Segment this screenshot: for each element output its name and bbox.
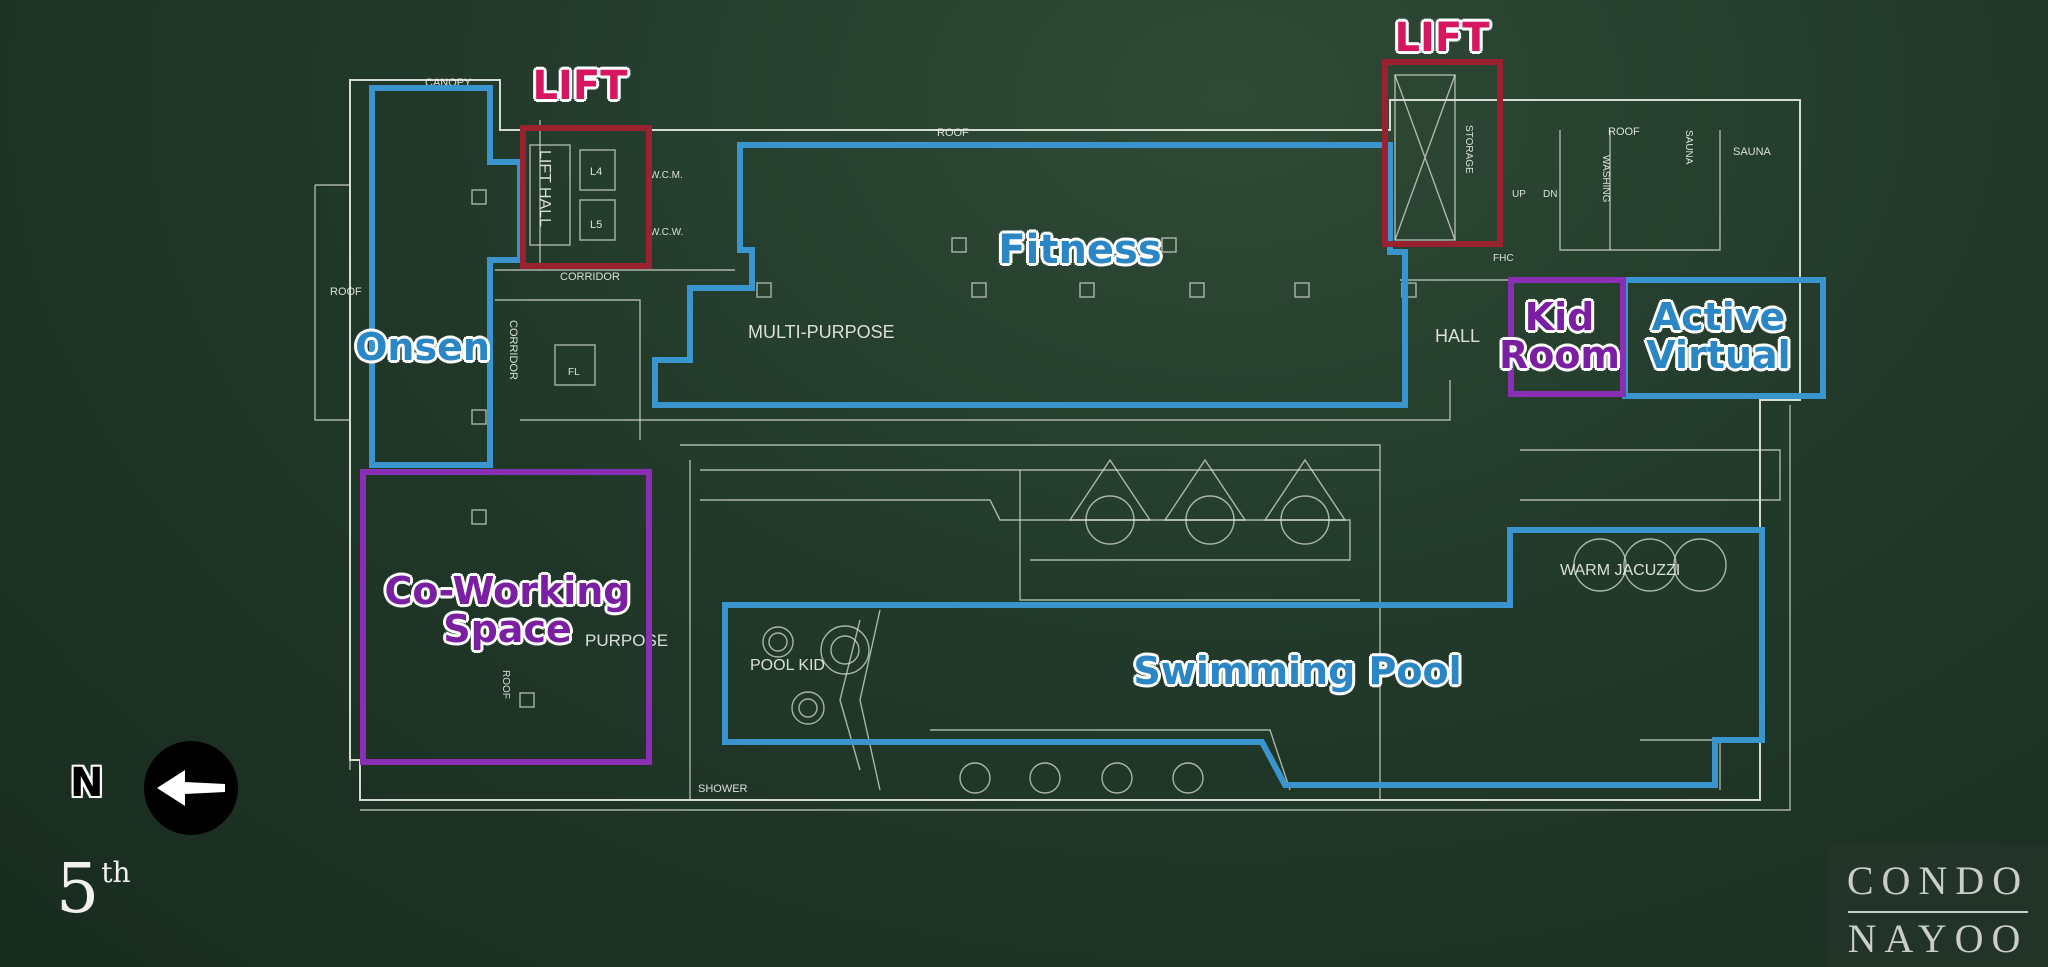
brand-divider xyxy=(1848,911,2028,913)
zone-label-kid-room: Kid Room xyxy=(1498,295,1621,377)
plan-label-fl: FL xyxy=(568,367,580,378)
plan-label-l4: L4 xyxy=(590,166,602,178)
fitness-zone-outline xyxy=(652,142,1408,408)
plan-label-washing: WASHING xyxy=(1600,155,1611,203)
zone-label-lift-left: LIFT xyxy=(532,63,628,109)
zone-label-co-working: Co-Working Space xyxy=(384,569,631,651)
zone-label-lift-right: LIFT xyxy=(1394,15,1490,61)
plan-label-wcm: W.C.M. xyxy=(650,170,683,181)
plan-label-hall: HALL xyxy=(1435,326,1480,346)
plan-label-l5: L5 xyxy=(590,219,602,231)
plan-label-dn: DN xyxy=(1543,189,1557,200)
floor-number-suffix: th xyxy=(101,856,131,889)
plan-label-shower: SHOWER xyxy=(698,783,748,795)
lift-right-zone-outline xyxy=(1382,59,1503,247)
brand-line-1: CONDO xyxy=(1846,858,2030,903)
brand-watermark: CONDO NAYOO xyxy=(1828,845,2048,967)
co-working-zone-outline xyxy=(360,469,652,765)
plan-label-roof-top: ROOF xyxy=(937,127,969,139)
north-label: N xyxy=(70,760,104,806)
brand-line-2: NAYOO xyxy=(1847,916,2029,961)
plan-label-roof-left: ROOF xyxy=(330,286,362,298)
plan-label-lift-hall: LIFT HALL xyxy=(536,150,553,227)
plan-label-corridor-vertical: CORRIDOR xyxy=(507,320,519,380)
plan-label-sauna: SAUNA xyxy=(1683,130,1694,165)
plan-label-wcw: W.C.W. xyxy=(650,227,683,238)
floor-number-value: 5 xyxy=(56,850,100,929)
zone-label-swimming-pool: Swimming Pool xyxy=(1133,649,1462,693)
plan-label-pool-kid: POOL KID xyxy=(750,657,825,674)
plan-label-warm-jacuzzi: WARM JACUZZI xyxy=(1560,562,1680,579)
lift-left-zone-outline xyxy=(520,125,652,269)
plan-label-up: UP xyxy=(1512,189,1526,200)
zone-label-onsen: Onsen xyxy=(355,325,490,369)
plan-label-corridor: CORRIDOR xyxy=(560,271,620,283)
plan-label-roof-right: ROOF xyxy=(1608,126,1640,138)
plan-label-roof-small: ROOF xyxy=(500,670,511,699)
north-arrow-icon xyxy=(144,741,238,835)
zone-label-active-virtual: Active Virtual xyxy=(1646,295,1791,377)
kid-room-zone-outline xyxy=(1508,277,1626,397)
zone-label-fitness: Fitness xyxy=(998,227,1162,273)
swimming-pool-zone-outline xyxy=(722,527,1765,788)
floor-number: 5th xyxy=(56,850,131,929)
plan-label-sauna-2: SAUNA xyxy=(1733,146,1772,158)
plan-label-storage: STORAGE xyxy=(1463,125,1474,174)
plan-label-multi-purpose: MULTI-PURPOSE xyxy=(748,322,895,342)
onsen-zone-outline xyxy=(369,85,523,468)
plan-label-fhc: FHC xyxy=(1493,253,1514,264)
building-outline xyxy=(349,79,1801,801)
